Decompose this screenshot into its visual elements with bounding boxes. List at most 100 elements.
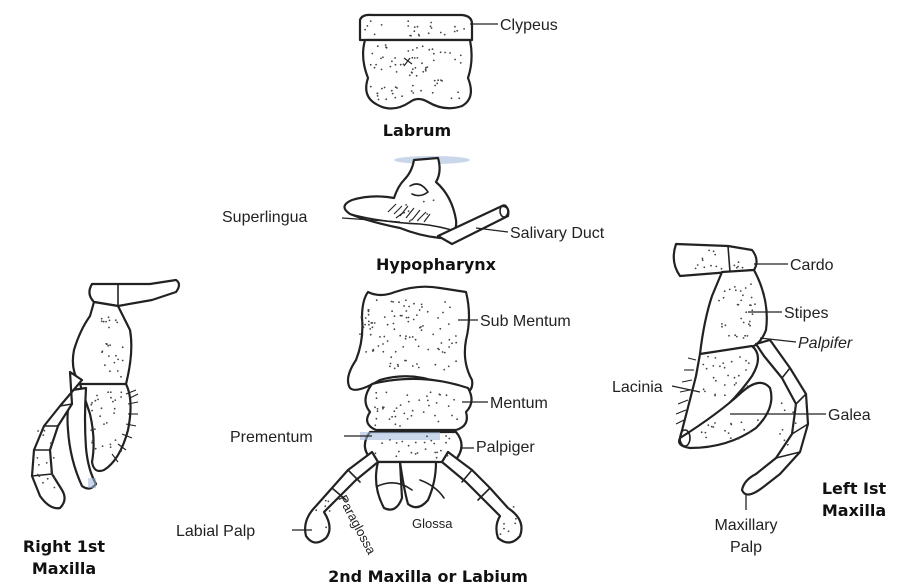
stipple-dot	[428, 49, 430, 51]
stipple-dot	[715, 380, 717, 382]
stipple-dot	[383, 336, 385, 338]
stipple-dot	[414, 26, 416, 28]
cardo-label: Cardo	[790, 257, 834, 274]
stipple-dot	[739, 356, 741, 358]
stipple-dot	[395, 423, 397, 425]
stipple-dot	[448, 346, 450, 348]
stipple-dot	[752, 313, 754, 315]
stipple-dot	[737, 304, 739, 306]
stipple-dot	[745, 369, 747, 371]
stipple-dot	[401, 441, 403, 443]
labium-title: 2nd Maxilla or Labium	[328, 567, 528, 586]
stipple-dot	[448, 366, 450, 368]
stipple-dot	[377, 408, 379, 410]
stipple-dot	[715, 266, 717, 268]
stipple-dot	[418, 35, 420, 37]
stipple-dot	[442, 351, 444, 353]
stipple-dot	[382, 56, 384, 58]
stipple-dot	[120, 396, 122, 398]
stipple-dot	[101, 318, 103, 320]
stipple-dot	[115, 355, 117, 357]
stipple-dot	[105, 343, 107, 345]
stipple-dot	[103, 423, 105, 425]
hypopharynx-title: Hypopharynx	[376, 255, 497, 274]
stipple-dot	[115, 439, 117, 441]
stipple-dot	[411, 90, 413, 92]
stipple-dot	[416, 75, 418, 77]
stipple-dot	[407, 418, 409, 420]
stipple-dot	[416, 314, 418, 316]
stipple-dot	[449, 306, 451, 308]
stipple-dot	[515, 518, 517, 520]
stipple-dot	[423, 201, 425, 203]
stipple-dot	[413, 319, 415, 321]
stipple-dot	[445, 435, 447, 437]
stipple-dot	[451, 415, 453, 417]
stipple-dot	[116, 322, 118, 324]
stipple-dot	[110, 397, 112, 399]
stipple-dot	[438, 421, 440, 423]
stipple-dot	[736, 336, 738, 338]
stipple-dot	[440, 450, 442, 452]
left-maxilla-title-1: Left Ist	[822, 479, 887, 498]
stipple-dot	[463, 28, 465, 30]
stipple-dot	[405, 204, 407, 206]
stipple-dot	[394, 328, 396, 330]
right-maxilla-title-1: Right 1st	[23, 537, 106, 556]
paraglossa-label: Paraglossa	[335, 492, 379, 557]
stipple-dot	[382, 408, 384, 410]
stipple-dot	[734, 265, 736, 267]
stipple-dot	[108, 355, 110, 357]
stipple-dot	[369, 328, 371, 330]
stipple-dot	[721, 323, 723, 325]
stipple-dot	[710, 265, 712, 267]
stipple-dot	[743, 322, 745, 324]
stipple-dot	[403, 63, 405, 65]
stipple-dot	[110, 444, 112, 446]
stipple-dot	[408, 401, 410, 403]
stipple-dot	[713, 426, 715, 428]
stipple-dot	[367, 25, 369, 27]
stipple-dot	[400, 64, 402, 66]
stipple-dot	[439, 328, 441, 330]
stipple-dot	[724, 290, 726, 292]
stipple-dot	[394, 97, 396, 99]
stipple-dot	[395, 416, 397, 418]
stipple-dot	[448, 405, 450, 407]
stipple-dot	[427, 400, 429, 402]
stipple-dot	[713, 250, 715, 252]
stipple-dot	[730, 423, 732, 425]
stipple-dot	[707, 356, 709, 358]
stipple-dot	[460, 55, 462, 57]
stipple-dot	[447, 455, 449, 457]
stipple-dot	[416, 363, 418, 365]
stipple-dot	[391, 90, 393, 92]
stipple-dot	[757, 419, 759, 421]
stipple-dot	[413, 303, 415, 305]
stipple-dot	[402, 346, 404, 348]
labrum-title: Labrum	[383, 121, 451, 140]
stipple-dot	[430, 391, 432, 393]
clypeus-label: Clypeus	[500, 17, 558, 34]
stipple-dot	[455, 335, 457, 337]
stipple-dot	[513, 506, 515, 508]
stipple-dot	[365, 317, 367, 319]
stipple-dot	[379, 336, 381, 338]
stipple-dot	[411, 57, 413, 59]
stipple-dot	[453, 399, 455, 401]
stipple-dot	[736, 267, 738, 269]
stipple-dot	[370, 334, 372, 336]
stipple-dot	[787, 444, 789, 446]
stipple-dot	[406, 394, 408, 396]
stipple-dot	[750, 304, 752, 306]
stipple-dot	[444, 301, 446, 303]
stipple-dot	[101, 320, 103, 322]
stipple-dot	[372, 326, 374, 328]
stipple-dot	[731, 361, 733, 363]
stipple-dot	[412, 410, 414, 412]
stipple-dot	[51, 474, 53, 476]
stipple-dot	[407, 25, 409, 27]
stipple-dot	[91, 402, 93, 404]
stipple-dot	[417, 220, 419, 222]
stipple-dot	[702, 364, 704, 366]
